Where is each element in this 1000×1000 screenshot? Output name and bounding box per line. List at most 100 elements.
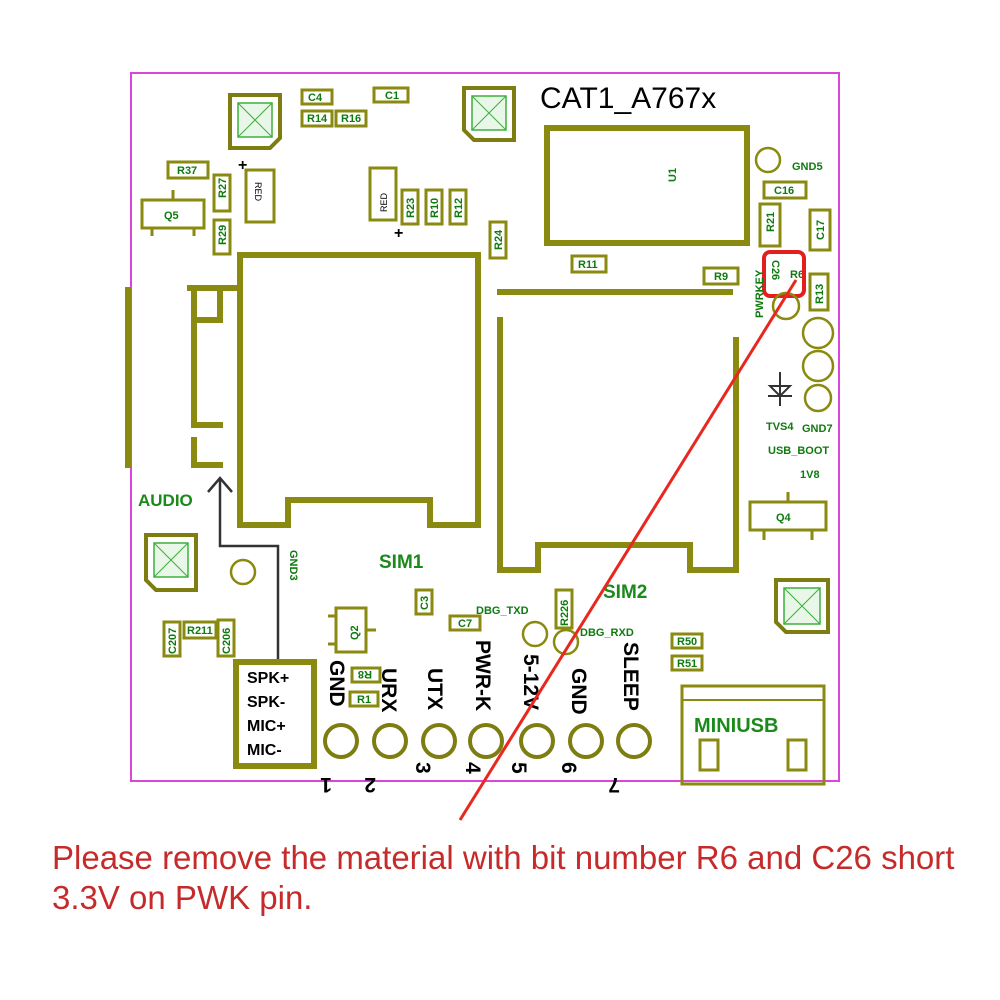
pin-3-number: 3 — [411, 762, 434, 774]
r51-part — [670, 654, 704, 672]
c26-label: C26 — [769, 260, 781, 280]
right-pad-2 — [801, 349, 835, 383]
r211-part — [182, 620, 218, 640]
r21-label: R21 — [765, 212, 777, 232]
r23-part — [400, 188, 420, 226]
c206-label: C206 — [221, 628, 233, 654]
r29-label: R29 — [217, 225, 229, 245]
r37-part — [166, 160, 210, 180]
audio-label: AUDIO — [138, 491, 193, 510]
pin-1-name: GND — [325, 660, 348, 707]
r24-part — [488, 220, 508, 260]
r16-part — [334, 109, 368, 128]
pin-5-name: 5-12V — [519, 654, 542, 710]
gnd7-label: GND7 — [802, 423, 833, 435]
led-1-plus: + — [238, 157, 247, 174]
r23-label: R23 — [405, 198, 417, 218]
audio-arrowhead — [207, 476, 233, 493]
tvs4-diode — [767, 372, 793, 406]
pin-7-name: SLEEP — [619, 642, 642, 711]
header-pin-2: URX 2 — [364, 668, 408, 796]
r24-label: R24 — [493, 229, 505, 250]
c206-part — [216, 618, 236, 658]
c16-part — [762, 180, 808, 200]
miniusb-connector — [680, 684, 826, 786]
r226-part — [554, 588, 574, 630]
pin-3-name: UTX — [423, 668, 446, 710]
dbg-txd-pad — [521, 620, 549, 648]
led-red-2 — [368, 166, 398, 222]
q5-part — [140, 190, 206, 236]
r27-label: R27 — [217, 178, 229, 198]
dbg-rxd-pad — [552, 628, 580, 656]
audio-connector-block — [233, 659, 317, 769]
r51-label: R51 — [677, 658, 697, 670]
miniusb-label: MINIUSB — [694, 715, 778, 737]
audio-wire — [218, 480, 280, 660]
r12-label: R12 — [453, 198, 465, 218]
header-pin-5: 5-12V 5 — [507, 654, 555, 774]
r9-part — [702, 266, 740, 286]
pwrkey-label: PWRKEY — [754, 269, 766, 318]
r8-part — [350, 666, 382, 684]
r10-part — [424, 188, 444, 226]
r27-part — [212, 173, 232, 213]
sim1-socket — [187, 252, 481, 528]
sim1-label: SIM1 — [379, 552, 424, 573]
pad-top-mid — [462, 86, 516, 142]
q2-label: Q2 — [349, 625, 361, 640]
c7-part — [448, 614, 482, 632]
usb-boot-label: USB_BOOT — [768, 445, 829, 457]
r11-label: R11 — [578, 259, 598, 271]
audio-mic-minus: MIC- — [247, 742, 282, 759]
r50-label: R50 — [677, 636, 697, 648]
pin-1-number: 1 — [320, 773, 332, 796]
r9-label: R9 — [714, 271, 728, 283]
c1-label: C1 — [385, 90, 399, 102]
sim2-socket — [497, 289, 739, 573]
right-pad-1 — [801, 316, 835, 350]
r6-c26-highlight — [762, 250, 806, 298]
header-pin-3: UTX 3 — [411, 668, 457, 774]
r1-part — [348, 690, 380, 708]
gnd5-label: GND5 — [792, 161, 823, 173]
gnd5-pad — [754, 146, 782, 174]
1v8-label: 1V8 — [800, 469, 820, 481]
pad-bottom-left — [144, 533, 198, 592]
r29-part — [212, 218, 232, 256]
r37-label: R37 — [177, 165, 197, 177]
pin-4-name: PWR-K — [471, 640, 494, 711]
c4-part — [300, 88, 334, 106]
annotation-arrow — [458, 279, 798, 821]
pad-bottom-right — [774, 578, 830, 634]
board-title: CAT1_A767x — [540, 82, 716, 115]
pin-7-number: 7 — [608, 773, 620, 796]
r13-label: R13 — [814, 284, 826, 304]
pin-2-name: URX — [377, 668, 400, 712]
tvs4-label: TVS4 — [766, 421, 794, 433]
pwrkey-pad — [771, 291, 801, 321]
audio-spk-plus: SPK+ — [247, 670, 289, 687]
q4-part — [748, 492, 828, 540]
pin-6-name: GND — [567, 668, 590, 715]
c7-label: C7 — [458, 618, 472, 630]
c3-label: C3 — [419, 596, 431, 610]
r1-label: R1 — [357, 694, 371, 706]
c207-label: C207 — [167, 628, 179, 654]
r11-part — [570, 254, 608, 274]
c3-part — [414, 588, 434, 616]
header-pin-4: PWR-K 4 — [461, 640, 504, 774]
r12-part — [448, 188, 468, 226]
u1-label: U1 — [667, 168, 679, 182]
pin-2-number: 2 — [364, 773, 376, 796]
led-2-plus: + — [394, 225, 403, 242]
gnd3-pad — [229, 558, 257, 586]
r211-label: R211 — [187, 625, 213, 637]
q5-label: Q5 — [164, 210, 179, 222]
u1-chip — [544, 125, 750, 246]
gnd7-pad — [803, 383, 833, 413]
sim2-label: SIM2 — [603, 582, 647, 603]
r6-label: R6 — [790, 269, 804, 281]
q2-part — [328, 606, 376, 654]
r21-part — [758, 202, 782, 248]
